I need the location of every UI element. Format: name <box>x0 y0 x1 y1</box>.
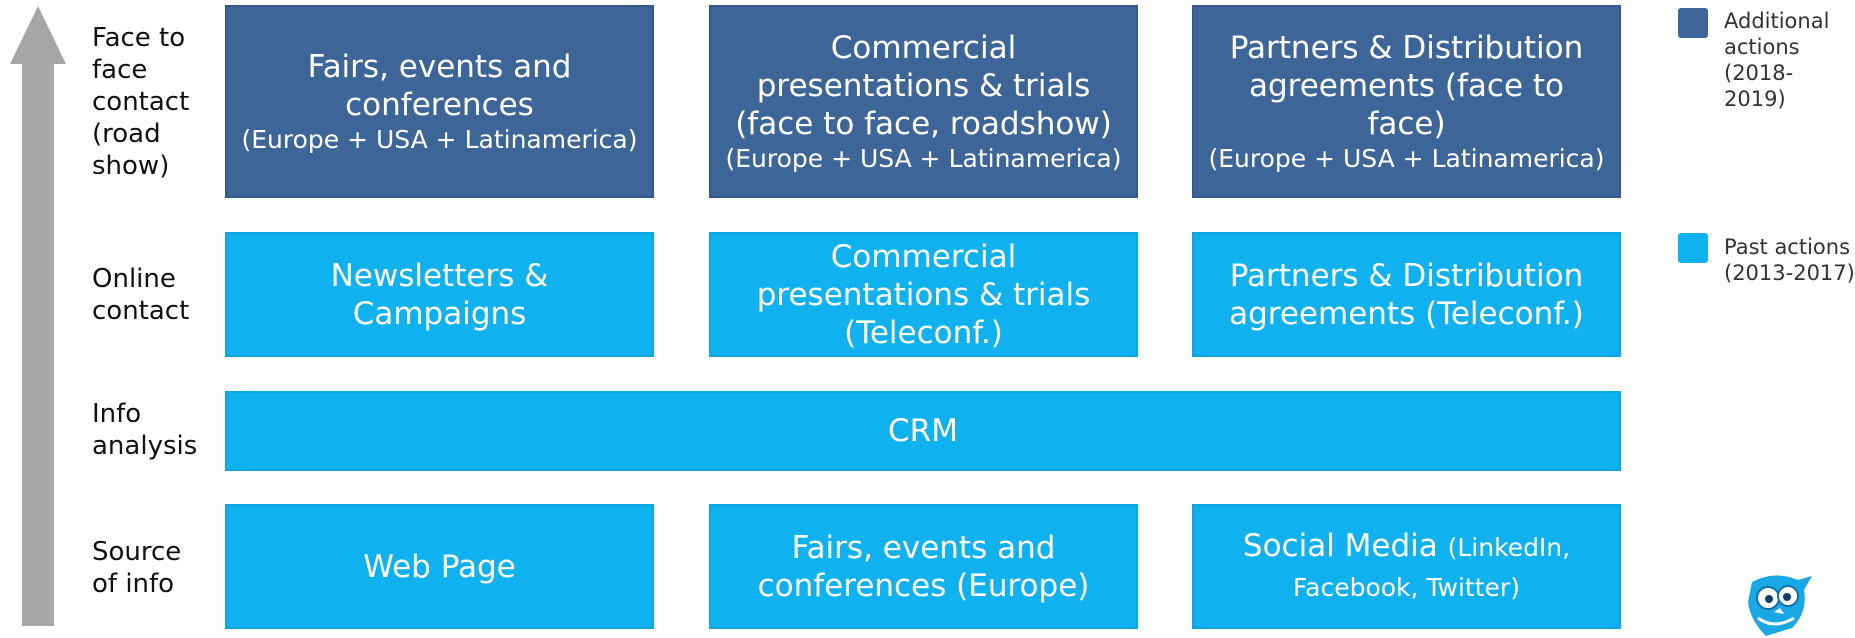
row-label-info-analysis: Info analysis <box>92 399 198 461</box>
legend-label-additional: Additional actions (2018-2019) <box>1724 9 1830 111</box>
box-title: Web Page <box>363 548 516 585</box>
box-title-with-sub: Social Media (LinkedIn, Facebook, Twitte… <box>1208 527 1605 607</box>
source-box-web-page: Web Page <box>225 504 654 629</box>
row-label-online-contact: Online contact <box>92 264 190 326</box>
row-label-source-of-info: Source of info <box>92 537 182 599</box>
box-title: Newsletters & Campaigns <box>330 257 549 332</box>
box-title: Fairs, events and conferences <box>307 49 572 123</box>
online-box-newsletters: Newsletters & Campaigns <box>225 232 654 357</box>
face-box-fairs: Fairs, events and conferences (Europe + … <box>225 5 654 198</box>
upward-arrow <box>10 6 66 626</box>
legend-swatch-additional <box>1678 8 1708 38</box>
crm-box: CRM <box>225 391 1621 471</box>
box-subtitle: (LinkedIn, Facebook, Twitter) <box>1293 532 1571 602</box>
box-subtitle: (Europe + USA + Latinamerica) <box>241 125 638 154</box>
owl-logo-icon <box>1748 575 1812 636</box>
box-title: Partners & Distribution agreements (Tele… <box>1229 257 1584 332</box>
legend-label-past: Past actions (2013-2017) <box>1724 235 1855 285</box>
face-box-commercial: Commercial presentations & trials (face … <box>709 5 1138 198</box>
box-title: Commercial presentations & trials (Telec… <box>756 238 1091 351</box>
online-box-partners: Partners & Distribution agreements (Tele… <box>1192 232 1621 357</box>
box-title: Commercial presentations & trials (face … <box>735 30 1112 142</box>
row-label-face-to-face: Face to face contact (road show) <box>92 23 190 181</box>
face-box-partners: Partners & Distribution agreements (face… <box>1192 5 1621 198</box>
box-subtitle: (Europe + USA + Latinamerica) <box>1208 144 1605 173</box>
box-title: Fairs, events and conferences (Europe) <box>757 529 1090 604</box>
box-title: Partners & Distribution agreements (face… <box>1229 30 1584 142</box>
source-box-social-media: Social Media (LinkedIn, Facebook, Twitte… <box>1192 504 1621 629</box>
source-box-fairs-europe: Fairs, events and conferences (Europe) <box>709 504 1138 629</box>
box-subtitle: (Europe + USA + Latinamerica) <box>725 144 1122 173</box>
box-title: CRM <box>888 413 958 449</box>
legend-swatch-past <box>1678 233 1708 263</box>
online-box-commercial: Commercial presentations & trials (Telec… <box>709 232 1138 357</box>
box-title: Social Media <box>1242 527 1438 564</box>
